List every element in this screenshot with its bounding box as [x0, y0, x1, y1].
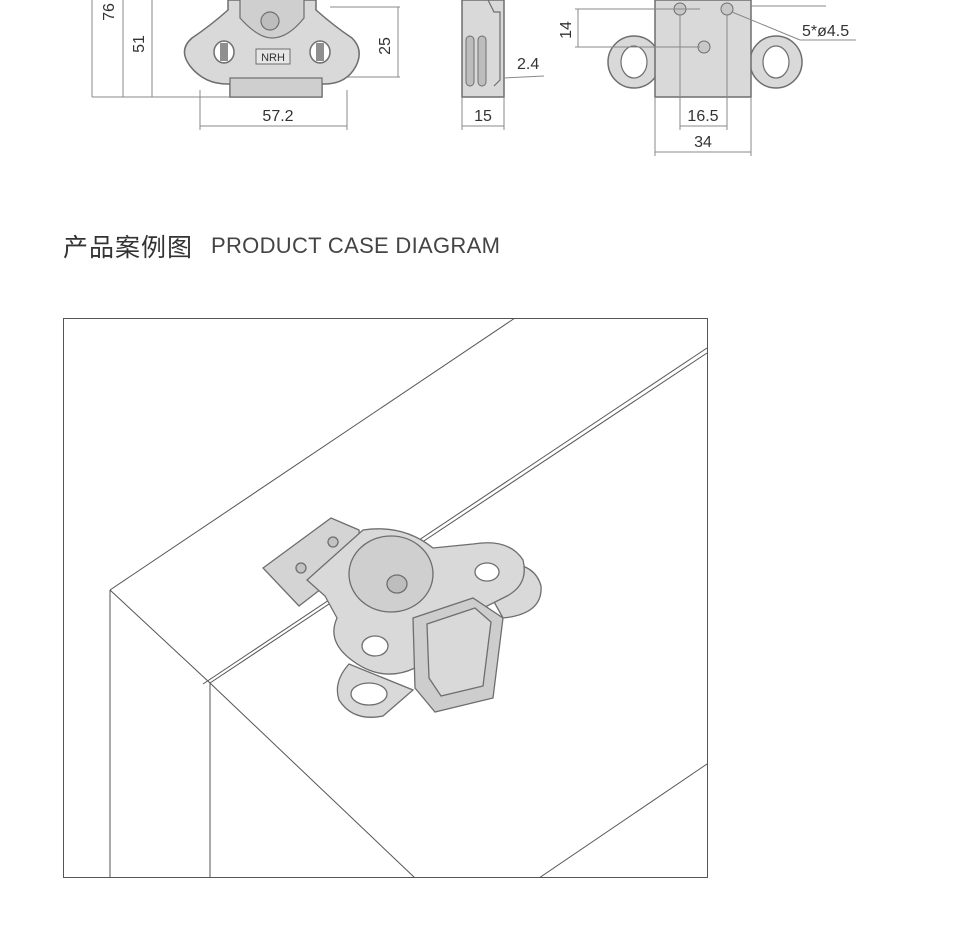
- dim-width: 57.2: [262, 108, 293, 125]
- latch-illustration: [262, 517, 542, 718]
- front-view: NRH 76 51 25 57.2: [91, 0, 400, 130]
- box-outline: [109, 318, 708, 878]
- side-view: 2.4 15: [461, 0, 545, 130]
- dim-overall-height: 76: [101, 3, 118, 21]
- dim-hole-spacing-horizontal: 16.5: [687, 108, 718, 125]
- technical-drawing: NRH 76 51 25 57.2 2.4 15: [91, 0, 856, 156]
- dim-height: 51: [131, 35, 148, 53]
- dim-base-height: 25: [377, 37, 394, 55]
- rear-view: 14 5*ø4.5 16.5 34: [558, 0, 856, 156]
- section-title-cn: 产品案例图: [63, 233, 194, 262]
- case-diagram: [63, 318, 708, 878]
- section-title-en: PRODUCT CASE DIAGRAM: [211, 233, 501, 258]
- dim-depth: 15: [474, 108, 492, 125]
- dim-hole-spacing-vertical: 14: [558, 21, 575, 39]
- logo-text: NRH: [261, 52, 285, 64]
- section-title: 产品案例图 PRODUCT CASE DIAGRAM: [63, 228, 500, 264]
- dim-plate-width: 34: [694, 134, 712, 151]
- dim-holes: 5*ø4.5: [802, 23, 849, 40]
- dim-thickness: 2.4: [517, 56, 539, 73]
